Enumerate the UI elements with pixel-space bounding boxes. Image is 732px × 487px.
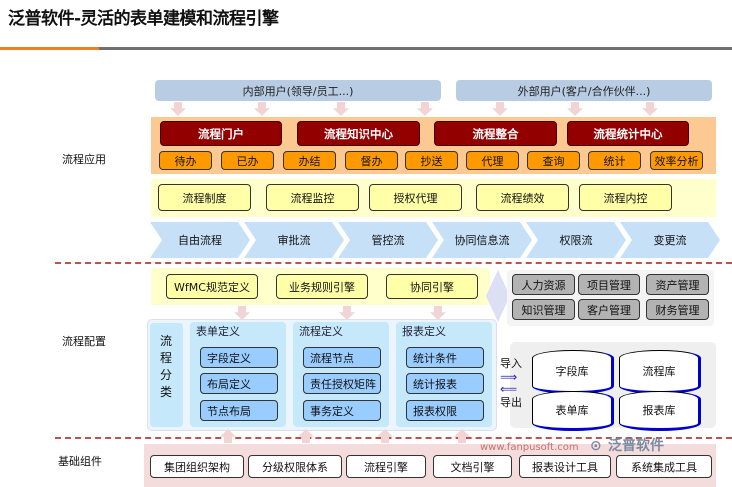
section-label-base: 基础组件	[58, 455, 102, 468]
arrow-down-icon	[333, 102, 349, 116]
function-button[interactable]: 代理	[466, 151, 519, 170]
title-underline-accent	[0, 47, 99, 50]
logo-watermark: ⊙	[590, 438, 602, 454]
portal-button[interactable]: 流程知识中心	[297, 121, 420, 146]
section-label-config: 流程配置	[62, 335, 106, 348]
logo-text: 泛普软件	[608, 438, 664, 454]
system-button[interactable]: 知识管理	[512, 299, 575, 320]
management-button[interactable]: 流程内控	[579, 184, 672, 211]
arrow-down-icon	[567, 102, 583, 116]
arrow-down-icon	[430, 306, 446, 320]
flow-type-chevron: 审批流	[244, 222, 344, 258]
function-button[interactable]: 抄送	[405, 151, 458, 170]
user-external: 外部用户(客户/合作伙伴...)	[456, 80, 712, 101]
portal-button[interactable]: 流程整合	[434, 121, 557, 146]
function-button[interactable]: 办结	[283, 151, 336, 170]
system-button[interactable]: 财务管理	[646, 299, 709, 320]
function-button[interactable]: 督办	[345, 151, 398, 170]
definition-item[interactable]: 统计条件	[406, 347, 484, 368]
system-button[interactable]: 项目管理	[578, 274, 640, 295]
system-button[interactable]: 资产管理	[646, 274, 709, 295]
portal-button[interactable]: 流程门户	[160, 121, 282, 146]
import-arrow-icon: ⟹	[500, 370, 518, 384]
management-button[interactable]: 流程绩效	[476, 184, 569, 211]
divider	[55, 437, 732, 439]
arrow-up-icon	[220, 429, 236, 443]
component-button[interactable]: 分级权限体系	[248, 455, 342, 478]
system-button[interactable]: 人力资源	[512, 274, 575, 295]
category-panel	[150, 323, 183, 427]
management-button[interactable]: 流程制度	[158, 184, 251, 211]
component-button[interactable]: 集团组织架构	[150, 455, 244, 478]
definition-item[interactable]: 统计报表	[406, 373, 484, 394]
engine-button[interactable]: WfMC规范定义	[166, 274, 258, 299]
arrow-down-icon	[417, 102, 433, 116]
flow-type-chevron: 自由流程	[150, 222, 250, 258]
arrow-up-icon	[298, 429, 314, 443]
engine-button[interactable]: 业务规则引擎	[276, 274, 368, 299]
arrow-down-icon	[339, 306, 355, 320]
component-button[interactable]: 文档引擎	[433, 455, 512, 478]
arrow-down-icon	[642, 102, 658, 116]
management-button[interactable]: 授权代理	[369, 184, 462, 211]
definition-item[interactable]: 事务定义	[303, 400, 381, 421]
arrow-up-icon	[454, 429, 470, 443]
user-internal: 内部用户(领导/员工...)	[155, 80, 441, 101]
engine-button[interactable]: 协同引擎	[386, 274, 478, 299]
function-button[interactable]: 查询	[527, 151, 580, 170]
database-flow: 流程库	[619, 350, 701, 394]
component-button[interactable]: 系统集成工具	[616, 455, 712, 478]
definition-item[interactable]: 流程节点	[303, 347, 381, 368]
management-button[interactable]: 流程监控	[266, 184, 359, 211]
flow-type-chevron: 协同信息流	[432, 222, 532, 258]
flow-type-chevron: 管控流	[338, 222, 438, 258]
database-form: 表单库	[532, 391, 614, 431]
export-label: 导出	[500, 396, 522, 409]
definition-item[interactable]: 节点布局	[200, 400, 278, 421]
flow-type-chevron: 权限流	[526, 222, 626, 258]
definition-title: 报表定义	[402, 325, 446, 338]
arrow-up-icon	[377, 429, 393, 443]
definition-item[interactable]: 字段定义	[200, 347, 278, 368]
arrow-down-icon	[170, 102, 186, 116]
database-report: 报表库	[619, 391, 701, 431]
definition-item[interactable]: 报表权限	[406, 400, 484, 421]
definition-item[interactable]: 布局定义	[200, 373, 278, 394]
title-underline	[99, 47, 732, 50]
logo-url: www.fanpusoft.com	[480, 442, 579, 453]
arrow-down-icon	[254, 102, 270, 116]
portal-button[interactable]: 流程统计中心	[567, 121, 689, 146]
definition-item[interactable]: 责任授权矩阵	[303, 373, 381, 394]
section-label-app: 流程应用	[62, 153, 106, 166]
export-arrow-icon: ⟸	[500, 382, 518, 396]
arrow-down-icon	[234, 306, 250, 320]
function-button[interactable]: 统计	[588, 151, 641, 170]
category-label: 流程分类	[159, 334, 172, 399]
definition-title: 流程定义	[299, 325, 343, 338]
database-field: 字段库	[532, 350, 614, 394]
function-button[interactable]: 待办	[159, 151, 212, 170]
divider	[55, 262, 732, 264]
flow-type-chevron: 变更流	[620, 222, 720, 258]
system-button[interactable]: 客户管理	[578, 299, 640, 320]
function-button[interactable]: 效率分析	[650, 151, 703, 170]
component-button[interactable]: 报表设计工具	[519, 455, 611, 478]
definition-title: 表单定义	[196, 325, 240, 338]
function-button[interactable]: 已办	[221, 151, 274, 170]
arrow-down-icon	[492, 102, 508, 116]
import-label: 导入	[500, 357, 522, 370]
page-title: 泛普软件-灵活的表单建模和流程引擎	[8, 9, 279, 29]
component-button[interactable]: 流程引擎	[346, 455, 426, 478]
